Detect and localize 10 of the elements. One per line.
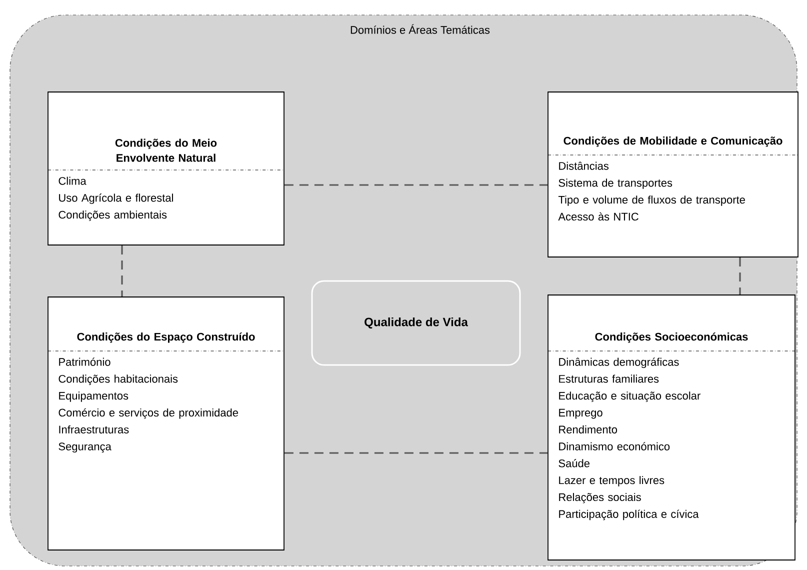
connector-line xyxy=(121,245,123,297)
category-box: Condições do Meio Envolvente Natural Clima Uso Agrícola e florestal Condições ambientais xyxy=(48,92,284,246)
center-box: Qualidade de Vida xyxy=(311,280,521,366)
connector-line xyxy=(739,257,741,295)
connector-line xyxy=(284,184,548,186)
category-box: Condições Socioeconómicas Dinâmicas demográficas Estruturas familiares Educação e situação escolar Emprego Rendimento Dinamismo económico Saúde Lazer e tempos livres Relações sociais Participação política e cívica xyxy=(548,294,796,560)
category-box: Condições do Espaço Construído Património Condições habitacionais Equipamentos Comércio e serviços de proximidade Infraestruturas Segurança xyxy=(48,296,284,550)
category-box: Condições de Mobilidade e Comunicação Distâncias Sistema de transportes Tipo e volume de fluxos de transporte Acesso às NTIC xyxy=(548,92,798,258)
connector-line xyxy=(284,452,548,454)
panel-title: Domínios e Áreas Temáticas xyxy=(350,24,490,34)
